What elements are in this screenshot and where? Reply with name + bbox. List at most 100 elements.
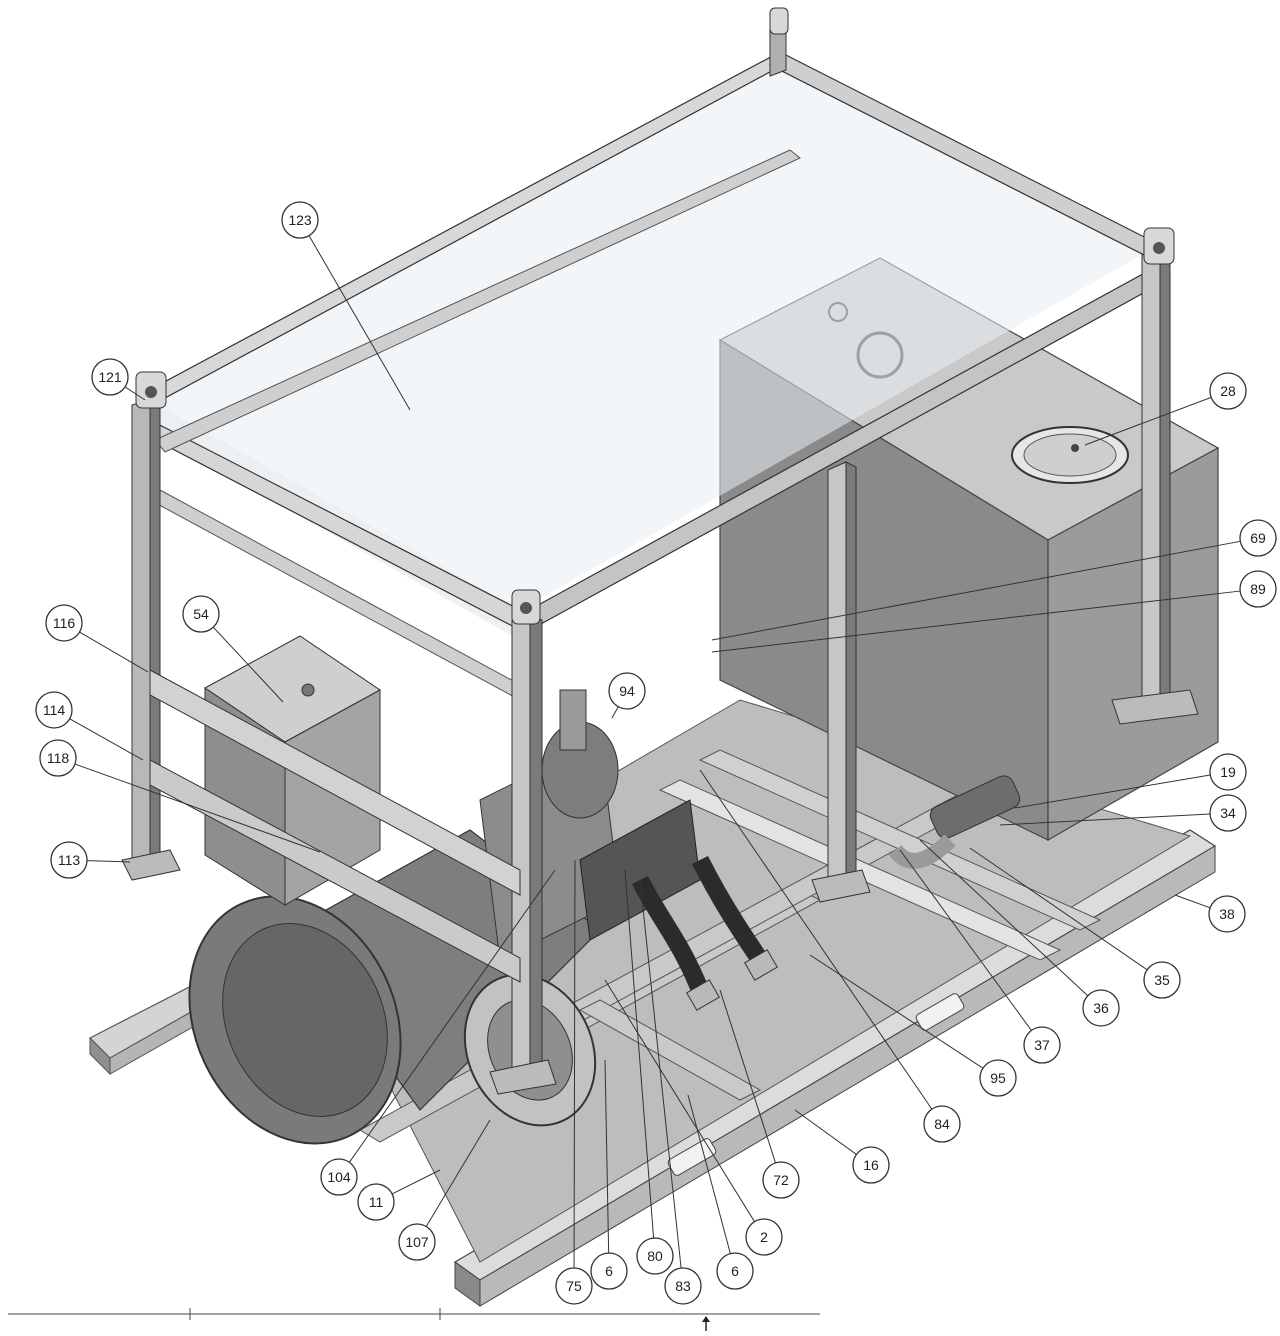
callout-balloon [50,841,88,879]
leader-line-72 [719,989,776,1164]
callout-balloon [1082,989,1120,1027]
callout-balloon [636,1237,674,1275]
callout-label: 2 [760,1229,768,1245]
callout-label: 11 [369,1194,384,1210]
callout-label: 19 [1220,764,1236,780]
callout-balloon [716,1252,754,1290]
callout-28: 28 [1209,372,1247,410]
leader-line-113 [86,860,131,863]
callout-89: 89 [1239,570,1277,608]
callout-balloon [664,1267,702,1305]
leader-line-34 [999,813,1211,826]
callout-balloon [1209,753,1247,791]
callout-label: 94 [619,683,635,699]
callout-label: 95 [990,1070,1006,1086]
callout-label: 80 [647,1248,663,1264]
callout-84: 84 [923,1105,961,1143]
leader-line-2 [604,979,755,1222]
leader-line-118 [74,763,321,853]
callout-balloon [1209,372,1247,410]
callout-label: 69 [1250,530,1266,546]
callout-label: 38 [1219,906,1235,922]
callout-label: 54 [193,606,209,622]
callout-label: 83 [675,1278,691,1294]
callout-balloon [35,691,73,729]
callout-balloon [923,1105,961,1143]
callout-label: 107 [405,1234,429,1250]
callout-69: 69 [1239,519,1277,557]
callout-balloon [979,1059,1017,1097]
callout-balloon [590,1252,628,1290]
callout-label: 16 [863,1157,879,1173]
callout-label: 104 [327,1169,351,1185]
leader-line-114 [69,718,144,761]
callout-94: 94 [608,672,646,710]
callout-balloon [357,1183,395,1221]
callout-balloon [1239,570,1277,608]
canopy-frame [121,7,1199,1095]
leader-line-38 [1174,894,1211,909]
leader-line-6 [687,1094,731,1254]
leader-line-75 [573,859,576,1269]
callout-label: 6 [731,1263,739,1279]
callout-35: 35 [1143,961,1181,999]
dimension-line [8,1308,820,1331]
leader-line-80 [624,869,655,1239]
callout-balloon [398,1223,436,1261]
callout-label: 72 [773,1172,789,1188]
callout-label: 113 [58,852,81,868]
callout-75: 75 [555,1267,593,1305]
callout-balloon [91,358,129,396]
leader-line-107 [425,1119,491,1227]
callout-label: 121 [98,369,122,385]
callout-label: 118 [47,750,70,766]
callout-balloon [762,1161,800,1199]
leader-line-89 [711,590,1241,653]
callout-83: 83 [664,1267,702,1305]
leader-line-19 [1014,774,1211,809]
callout-label: 84 [934,1116,950,1132]
callout-balloon [1239,519,1277,557]
leader-line-16 [794,1109,857,1155]
callout-113: 113 [50,841,88,879]
leader-line-84 [699,769,933,1110]
leader-lines [69,235,1241,1269]
callout-label: 89 [1250,581,1266,597]
callout-label: 114 [43,702,66,718]
callout-label: 116 [53,615,76,631]
callout-11: 11 [357,1183,395,1221]
callout-95: 95 [979,1059,1017,1097]
callout-37: 37 [1023,1026,1061,1064]
callout-16: 16 [852,1146,890,1184]
leader-line-123 [308,235,411,411]
callout-36: 36 [1082,989,1120,1027]
callout-6: 6 [716,1252,754,1290]
callout-6: 6 [590,1252,628,1290]
leader-line-35 [969,847,1148,971]
callout-34: 34 [1209,794,1247,832]
callout-label: 36 [1093,1000,1109,1016]
callout-balloon [1143,961,1181,999]
callout-balloon [39,739,77,777]
callout-balloon [320,1158,358,1196]
callout-balloon [45,604,83,642]
callout-19: 19 [1209,753,1247,791]
leader-line-28 [1084,396,1212,446]
callout-label: 35 [1154,972,1170,988]
callout-balloon [1023,1026,1061,1064]
leader-line-36 [919,839,1089,997]
callout-label: 37 [1034,1037,1050,1053]
leader-line-83 [639,879,682,1269]
callout-balloon [555,1267,593,1305]
callout-balloon [1209,794,1247,832]
callout-balloon [281,201,319,239]
callout-balloons: 1231212869891165494114118193411338353637… [35,201,1277,1305]
callout-balloon [182,595,220,633]
leader-line-121 [124,386,146,401]
callout-balloon [1208,895,1246,933]
callout-balloon [745,1218,783,1256]
callout-118: 118 [39,739,77,777]
callout-balloon [852,1146,890,1184]
callout-2: 2 [745,1218,783,1256]
